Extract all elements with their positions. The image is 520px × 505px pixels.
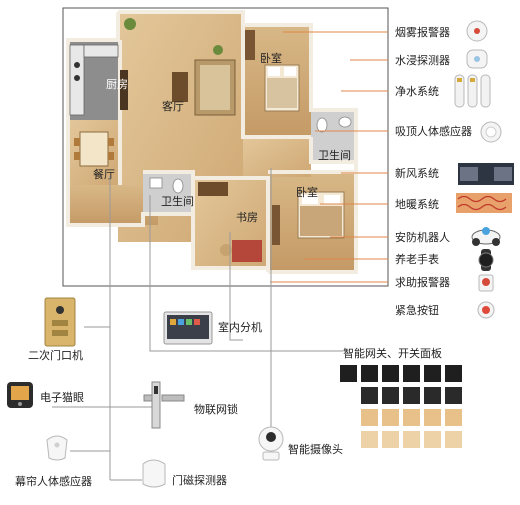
label-gateway-panel: 智能网关、开关面板: [343, 346, 442, 360]
dining-table: [79, 131, 109, 167]
bed-bottom-cover: [300, 206, 342, 236]
room-dining: 餐厅: [93, 167, 115, 181]
room-bathroom-right: 卫生间: [318, 148, 351, 162]
label-help-alarm: 求助报警器: [395, 275, 450, 289]
plant-living-2: [213, 45, 223, 55]
plant-living: [124, 18, 136, 30]
chair-2: [74, 152, 80, 160]
label-smart-lock: 物联网锁: [194, 402, 238, 416]
stove-2: [74, 75, 80, 81]
room-bedroom-bottom: 卧室: [296, 185, 318, 199]
room-bedroom-top: 卧室: [260, 51, 282, 65]
indoor-unit-icon: [163, 311, 213, 345]
label-door-phone: 二次门口机: [28, 348, 83, 362]
stove-1: [74, 62, 80, 68]
smart-lock-icon: [143, 381, 185, 429]
pillow-top-1: [268, 67, 280, 76]
fresh-air-icon: [458, 163, 514, 185]
floorplan-frame: [62, 7, 389, 287]
tv-stand: [120, 70, 128, 110]
toilet-left: [172, 178, 184, 194]
door-phone-icon: [44, 297, 76, 347]
label-fresh-air: 新风系统: [395, 166, 439, 180]
room-living: 客厅: [162, 99, 184, 113]
bed-top-cover: [267, 78, 297, 108]
elderly-watch-icon: [478, 249, 494, 271]
label-peephole: 电子猫眼: [40, 391, 84, 404]
floorplan: [66, 10, 358, 274]
security-robot-icon: [471, 227, 501, 246]
label-curtain-sensor: 幕帘人体感应器: [15, 474, 92, 488]
label-ceiling-sensor: 吸顶人体感应器: [395, 124, 472, 138]
toilet-right: [316, 117, 328, 133]
water-leak-icon: [466, 49, 488, 69]
chair-3: [108, 138, 114, 146]
wardrobe-top: [245, 30, 255, 60]
device-connectors-right: [270, 31, 388, 283]
label-door-sensor: 门磁探测器: [172, 473, 227, 487]
label-camera: 智能摄像头: [288, 442, 343, 456]
coffee-table: [172, 72, 188, 102]
label-smoke-alarm: 烟雾报警器: [395, 25, 450, 39]
desk: [198, 182, 228, 196]
label-water-purifier: 净水系统: [395, 84, 439, 98]
pillow-top-2: [284, 67, 296, 76]
ceiling-sensor-icon: [480, 121, 502, 143]
study-chair: [220, 244, 232, 256]
chair-1: [74, 138, 80, 146]
room-bathroom-left: 卫生间: [161, 194, 194, 208]
room-study: 书房: [236, 211, 258, 224]
floor-heating-icon: [456, 193, 512, 213]
chair-4: [108, 152, 114, 160]
pillow-bottom-1: [302, 195, 318, 204]
smoke-alarm-icon: [466, 20, 488, 42]
kitchen-counter-2: [83, 44, 119, 58]
emergency-button-icon: [477, 301, 495, 319]
help-alarm-icon: [478, 274, 494, 292]
gateway-panel-grid: [340, 365, 462, 448]
label-floor-heating: 地暖系统: [395, 198, 439, 211]
wardrobe-bottom: [272, 205, 280, 245]
sink-right: [338, 116, 352, 128]
door-sensor-icon: [142, 459, 166, 488]
camera-icon: [258, 426, 284, 461]
sink-left: [149, 177, 163, 189]
label-elderly-watch: 养老手表: [395, 252, 439, 266]
label-security-robot: 安防机器人: [395, 230, 450, 244]
peephole-icon: [7, 382, 33, 408]
study-rug: [232, 240, 262, 262]
label-emergency-button: 紧急按钮: [395, 303, 439, 317]
label-indoor-unit: 室内分机: [218, 320, 262, 334]
sofa-seat: [200, 65, 230, 110]
curtain-sensor-icon: [46, 435, 68, 461]
label-water-leak: 水浸探测器: [395, 54, 450, 67]
device-connectors-bottom: [52, 168, 343, 481]
room-kitchen: 厨房: [106, 78, 128, 91]
water-purifier-icon: [454, 74, 491, 108]
pillow-bottom-2: [324, 195, 340, 204]
